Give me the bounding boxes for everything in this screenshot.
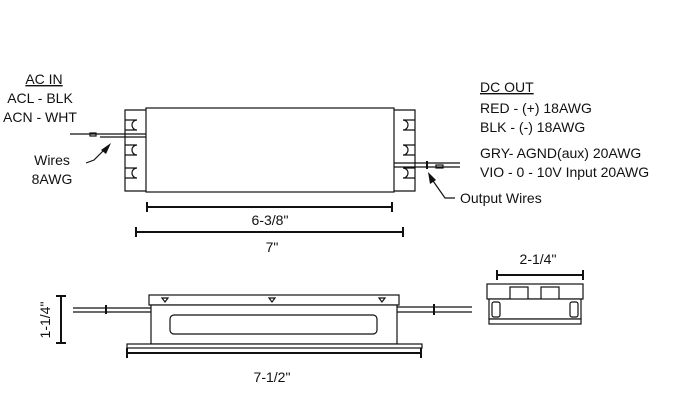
height-label: 1-1/4" <box>37 302 53 339</box>
side-view <box>73 294 472 349</box>
dc-out-line: BLK - (-) 18AWG <box>480 119 585 135</box>
top-view <box>70 107 460 193</box>
arrow-icon <box>428 172 436 184</box>
dc-out-line: VIO - 0 - 10V Input 20AWG <box>480 164 649 180</box>
mount-length-label: 7" <box>266 239 279 255</box>
width-label: 2-1/4" <box>520 251 557 267</box>
body-length-label: 6-3/8" <box>252 212 289 228</box>
wires-label: Wires <box>34 152 70 168</box>
end-view <box>486 283 584 325</box>
arrow-icon <box>101 143 111 154</box>
body-length-dimension <box>146 202 393 212</box>
dc-out-line: GRY- AGND(aux) 20AWG <box>480 145 641 161</box>
height-dimension <box>56 295 66 344</box>
output-wires-leader <box>430 177 455 199</box>
dc-out-line: RED - (+) 18AWG <box>480 100 592 116</box>
ac-in-line: ACL - BLK <box>7 90 73 106</box>
mount-length-dimension <box>135 227 404 237</box>
dc-out-title: DC OUT <box>480 79 534 95</box>
overall-length-label: 7-1/2" <box>254 369 291 385</box>
output-wires-label: Output Wires <box>460 190 542 206</box>
wires-label: 8AWG <box>32 171 73 187</box>
ac-in-line: ACN - WHT <box>3 109 77 125</box>
ac-in-title: AC IN <box>25 71 62 87</box>
width-dimension <box>496 270 584 280</box>
overall-length-dimension <box>126 348 422 358</box>
